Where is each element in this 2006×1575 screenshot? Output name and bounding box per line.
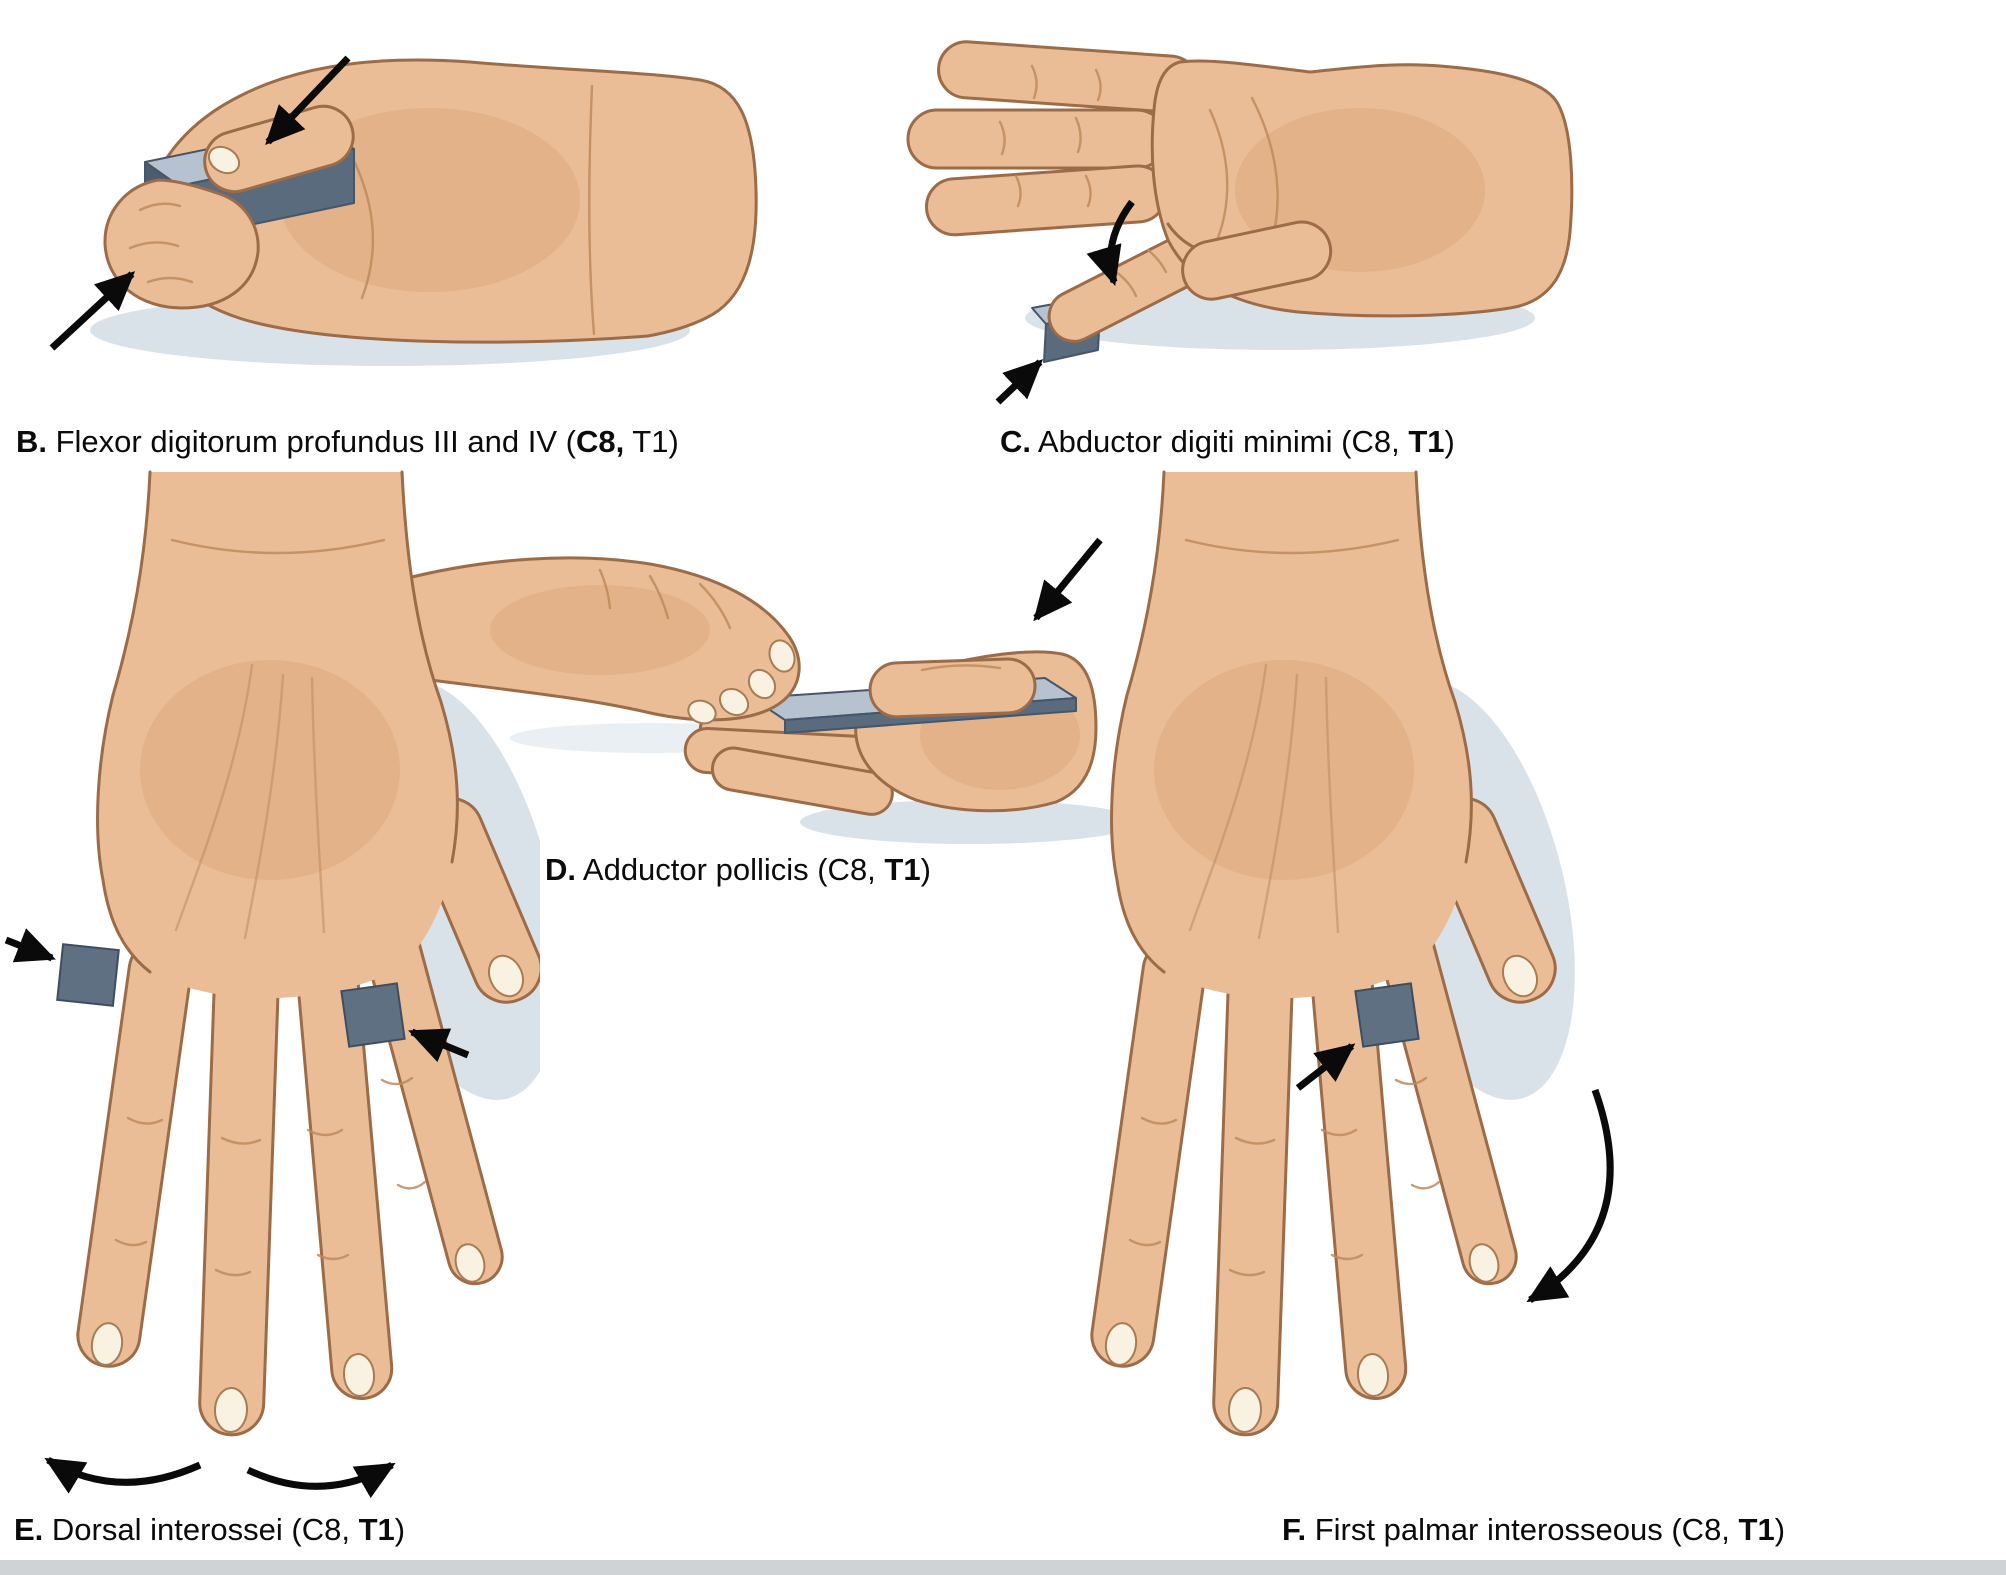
caption-f-roots: T1 bbox=[1738, 1512, 1775, 1547]
movement-arrow-icon bbox=[1033, 537, 1103, 622]
caption-b-text: Flexor digitorum profundus III and IV ( bbox=[47, 424, 576, 459]
caption-e-roots: T1 bbox=[358, 1512, 395, 1547]
caption-b-letter: B. bbox=[16, 424, 47, 459]
hand-dorsal bbox=[1086, 470, 1615, 1438]
caption-c-roots: T1 bbox=[1408, 424, 1445, 459]
panel-c-illustration bbox=[906, 40, 1574, 405]
caption-d-tail: ) bbox=[920, 852, 931, 887]
resistance-block bbox=[1354, 982, 1420, 1048]
right-thumb bbox=[868, 657, 1037, 719]
caption-e-text: Dorsal interossei (C8, bbox=[43, 1512, 359, 1547]
panel-b-illustration bbox=[49, 55, 758, 366]
movement-arrow-icon bbox=[44, 1456, 202, 1494]
caption-f-text: First palmar interosseous (C8, bbox=[1306, 1512, 1739, 1547]
caption-d-text: Adductor pollicis (C8, bbox=[576, 852, 885, 887]
caption-c-text: Abductor digiti minimi (C8, bbox=[1031, 424, 1409, 459]
caption-b-roots: C8, bbox=[575, 424, 625, 459]
force-arrow-icon bbox=[49, 271, 136, 351]
caption-c: C. Abductor digiti minimi (C8, T1) bbox=[1000, 424, 1455, 460]
page-edge-strip bbox=[0, 1560, 2006, 1575]
resistance-block bbox=[340, 982, 406, 1048]
caption-c-tail: ) bbox=[1444, 424, 1455, 459]
caption-d: D. Adductor pollicis (C8, T1) bbox=[545, 852, 931, 888]
thumb bbox=[203, 104, 355, 194]
caption-e-letter: E. bbox=[14, 1512, 44, 1547]
caption-f-tail: ) bbox=[1774, 1512, 1786, 1547]
force-arrow-icon bbox=[265, 55, 351, 146]
caption-b: B. Flexor digitorum profundus III and IV… bbox=[16, 424, 679, 460]
panel-d-illustration bbox=[400, 537, 1140, 844]
hand-dorsal bbox=[76, 470, 540, 1437]
fingers bbox=[906, 40, 1219, 343]
caption-e: E. Dorsal interossei (C8, T1) bbox=[14, 1512, 405, 1548]
caption-d-letter: D. bbox=[545, 852, 576, 887]
curled-fingers bbox=[103, 178, 260, 310]
caption-e-tail: ) bbox=[394, 1512, 406, 1547]
force-arrow-icon bbox=[408, 1028, 470, 1063]
caption-c-letter: C. bbox=[1000, 424, 1031, 459]
movement-arrow-icon bbox=[1086, 199, 1135, 287]
movement-arrow-icon bbox=[1526, 1088, 1614, 1303]
force-arrow-icon bbox=[995, 359, 1044, 405]
caption-f-letter: F. bbox=[1282, 1512, 1307, 1547]
caption-b-tail: T1) bbox=[624, 424, 679, 459]
movement-arrow-icon bbox=[246, 1461, 396, 1499]
panel-f-illustration bbox=[1086, 470, 1615, 1438]
resistance-block bbox=[56, 943, 120, 1007]
panel-e-illustration bbox=[4, 470, 540, 1499]
thumb bbox=[1181, 220, 1333, 301]
force-arrow-icon bbox=[4, 928, 56, 963]
caption-f: F. First palmar interosseous (C8, T1) bbox=[1282, 1512, 1785, 1548]
caption-d-roots: T1 bbox=[884, 852, 921, 887]
force-arrow-icon bbox=[1295, 1043, 1356, 1091]
left-hand bbox=[400, 556, 801, 725]
